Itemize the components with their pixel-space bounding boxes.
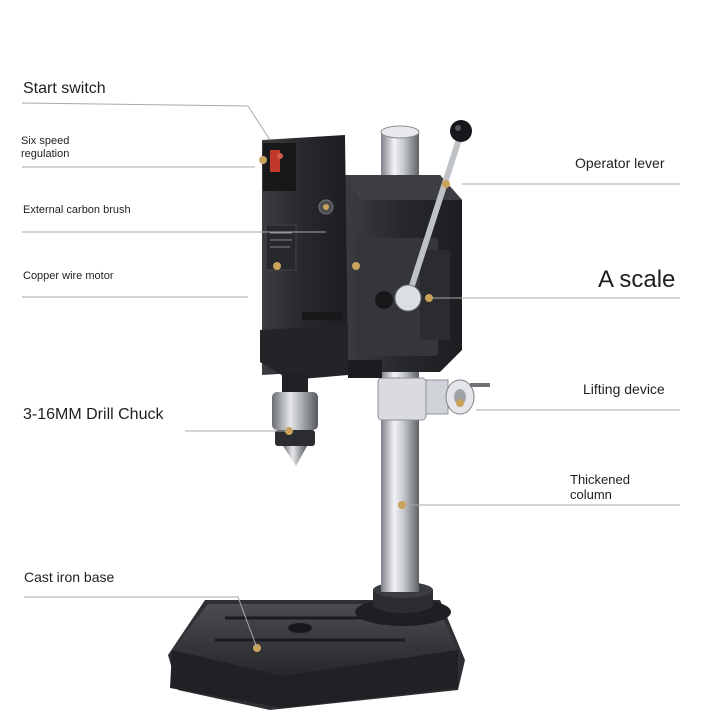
lever-marker [442, 180, 450, 188]
lift-marker [456, 399, 464, 407]
label-six-speed-regulation: Six speed regulation [21, 135, 70, 160]
lifting-device [377, 377, 490, 421]
label-cast-iron-base: Cast iron base [24, 569, 115, 585]
label-copper-wire-motor: Copper wire motor [23, 270, 114, 282]
label-drill-chuck: 3-16MM Drill Chuck [23, 406, 164, 423]
head-housing [345, 175, 462, 378]
motor-housing [259, 135, 348, 380]
column-foot [355, 582, 451, 626]
drill-chuck [272, 372, 318, 466]
label-start-switch: Start switch [23, 80, 106, 97]
label-external-carbon-brush: External carbon brush [23, 204, 131, 216]
label-operator-lever: Operator lever [575, 155, 665, 171]
label-lifting-device: Lifting device [583, 381, 665, 397]
operator-lever [375, 120, 472, 312]
label-a-scale: A scale [598, 266, 676, 293]
start-switch-icon [270, 150, 280, 172]
leader-lines [21, 102, 680, 649]
scale-marker [425, 294, 433, 302]
column-marker [398, 501, 406, 509]
label-thickened-column: Thickened column [570, 472, 630, 502]
